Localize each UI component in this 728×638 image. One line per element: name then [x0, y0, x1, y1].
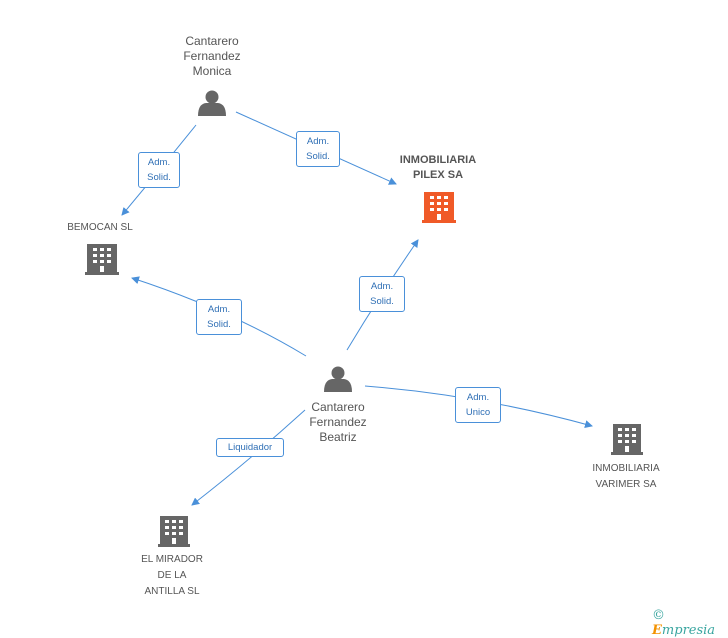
copyright-symbol: ©	[652, 608, 665, 623]
brand-name: mpresia	[661, 623, 716, 638]
edge-label-beatriz-varimer: Adm. Unico	[455, 387, 501, 423]
building-icon[interactable]	[85, 244, 119, 275]
company-label-varimer[interactable]: INMOBILIARIA VARIMER SA	[592, 463, 660, 490]
edge-label-monica-bemocan: Adm. Solid.	[138, 152, 180, 188]
building-icon[interactable]	[422, 192, 456, 223]
building-icon[interactable]	[611, 424, 643, 455]
person-label-beatriz[interactable]: Cantarero Fernandez Beatriz	[309, 400, 367, 444]
company-label-pilex[interactable]: INMOBILIARIA PILEX SA	[399, 154, 477, 181]
edge-label-beatriz-mirador: Liquidador	[216, 438, 284, 457]
company-label-bemocan[interactable]: BEMOCAN SL	[67, 222, 133, 233]
person-icon[interactable]	[198, 90, 226, 117]
company-label-mirador[interactable]: EL MIRADOR DE LA ANTILLA SL	[141, 554, 203, 597]
edge-label-beatriz-pilex: Adm. Solid.	[359, 276, 405, 312]
person-label-monica[interactable]: Cantarero Fernandez Monica	[183, 34, 241, 78]
brand-initial: E	[652, 623, 662, 638]
person-icon[interactable]	[324, 366, 352, 393]
edge-label-monica-pilex: Adm. Solid.	[296, 131, 340, 167]
edge-beatriz-mirador	[191, 409, 306, 506]
building-icon[interactable]	[158, 516, 190, 547]
empresia-logo[interactable]: © Empresia	[652, 608, 728, 638]
edge-label-beatriz-bemocan: Adm. Solid.	[196, 299, 242, 335]
